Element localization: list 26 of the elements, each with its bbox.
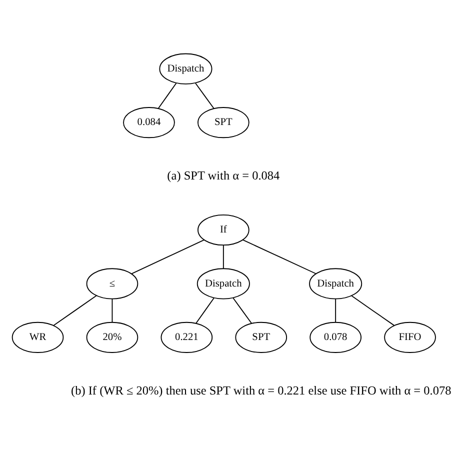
connector	[158, 82, 177, 109]
connector	[232, 298, 252, 324]
node-ellipse: 20%	[86, 322, 138, 353]
connector	[194, 82, 214, 109]
node-ellipse: FIFO	[384, 322, 436, 353]
node-ellipse: WR	[12, 322, 64, 353]
node-ellipse: Dispatch	[159, 53, 212, 84]
node-ellipse: 0.078	[310, 322, 362, 353]
connector	[242, 239, 316, 274]
label: (b) If (WR ≤ 20%) then use SPT with α = 0.221 else use FIFO with α = 0.078	[71, 383, 452, 398]
connector	[131, 240, 205, 274]
connector	[196, 298, 214, 324]
connector	[222, 244, 224, 270]
node-ellipse: If	[198, 214, 250, 246]
connector	[53, 295, 97, 326]
label: (a) SPT with α = 0.084	[167, 168, 280, 182]
connector	[351, 295, 395, 326]
connector	[335, 298, 336, 323]
node-ellipse: Dispatch	[309, 268, 362, 300]
node-ellipse: 0.084	[123, 107, 175, 138]
node-ellipse: ≤	[86, 268, 138, 300]
connector	[112, 298, 113, 323]
node-ellipse: Dispatch	[196, 268, 250, 300]
node-ellipse: 0.221	[160, 322, 213, 353]
node-ellipse: SPT	[235, 322, 288, 353]
node-ellipse: SPT	[198, 107, 250, 138]
